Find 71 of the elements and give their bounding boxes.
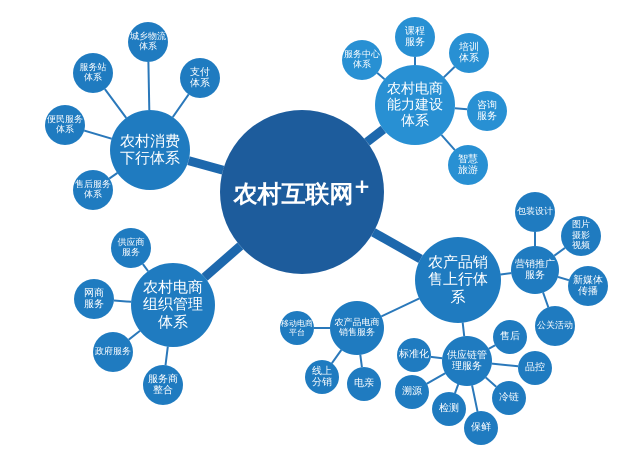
leaf-circle: 供应商服务 [111, 228, 151, 268]
connector-line [164, 346, 169, 366]
connector-line [172, 94, 190, 118]
leaf-circle: 保鲜 [464, 411, 498, 445]
connector-line [364, 126, 386, 146]
connector-line [500, 272, 512, 276]
leaf-circle: 服务站体系 [73, 53, 113, 93]
connector-line [376, 72, 386, 80]
leaf-circle: 移动电商平台 [280, 311, 314, 345]
leaf-circle: 供应链管理服务 [442, 336, 492, 386]
topic-circle: 农村电商能力建设体系 [375, 65, 455, 145]
center-circle: 农村互联网$^{+}$ [220, 110, 384, 274]
connector-line [454, 384, 460, 394]
connector-line [534, 232, 536, 246]
connector-line [331, 349, 342, 364]
leaf-circle: 电亲 [347, 367, 381, 401]
leaf-circle: 咨询服务 [467, 91, 507, 131]
leaf-circle: 售后 [493, 320, 527, 354]
topic-circle: 农村电商组织管理体系 [131, 263, 215, 347]
connector-line [554, 247, 566, 256]
connector-line [104, 88, 127, 118]
connector-line [558, 276, 570, 282]
leaf-circle: 标准化 [397, 338, 431, 372]
leaf-circle: 网商服务 [74, 279, 114, 319]
leaf-circle: 售后服务体系 [73, 170, 113, 210]
connector-line [202, 242, 244, 281]
connector-line [314, 327, 330, 329]
leaf-circle: 服务中心体系 [342, 40, 382, 80]
leaf-circle: 新媒体传播 [568, 266, 608, 306]
connector-line [430, 356, 442, 360]
connector-line [142, 264, 149, 272]
leaf-circle: 品控 [518, 351, 552, 385]
leaf-circle: 便民服务体系 [45, 105, 85, 145]
connector-line [147, 62, 150, 110]
leaf-circle: 支付体系 [180, 58, 220, 98]
leaf-circle: 检测 [432, 392, 466, 426]
connector-line [492, 362, 518, 368]
connector-line [471, 385, 478, 412]
connector-line [380, 298, 420, 318]
connector-line [462, 322, 466, 336]
leaf-circle: 包装设计 [515, 192, 555, 232]
leaf-circle: 图片摄影视频 [561, 216, 601, 256]
connector-line [440, 134, 456, 151]
leaf-circle: 课程服务 [395, 17, 435, 57]
leaf-circle: 服务商整合 [143, 365, 183, 405]
leaf-circle: 培训体系 [449, 33, 489, 73]
connector-line [542, 292, 550, 308]
leaf-circle: 智慧旅游 [448, 145, 488, 185]
connector-line [114, 300, 132, 303]
leaf-circle: 溯源 [395, 375, 429, 409]
connector-line [485, 376, 497, 388]
connector-line [443, 66, 456, 78]
connector-line [488, 344, 496, 350]
connector-line [371, 228, 423, 263]
leaf-circle: 政府服务 [93, 332, 133, 372]
leaf-circle: 冷链 [492, 381, 526, 415]
connector-line [454, 107, 468, 110]
connector-line [414, 57, 416, 65]
leaf-circle: 城乡物流体系 [128, 22, 168, 62]
leaf-circle: 线上分销 [305, 360, 339, 394]
topic-circle: 农村消费下行体系 [110, 110, 190, 190]
connector-line [187, 156, 224, 175]
connector-line [426, 372, 446, 385]
connector-line [84, 130, 112, 140]
leaf-circle: 农产品电商销售服务 [330, 301, 384, 355]
connector-line [128, 330, 141, 340]
leaf-circle: 公关活动 [535, 306, 575, 346]
connector-line [359, 354, 363, 368]
connector-line [108, 172, 118, 180]
topic-circle: 农产品销售上行体系 [415, 237, 501, 323]
leaf-circle: 营销推广服务 [511, 246, 559, 294]
